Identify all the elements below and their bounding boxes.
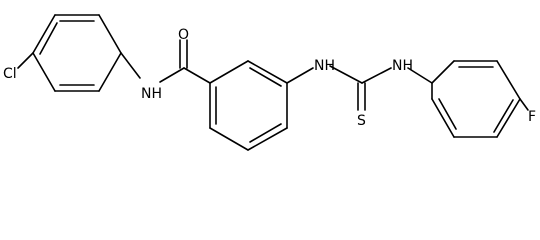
- bond-carbonyl-ring: [183, 67, 211, 84]
- atom-nh-thiourea-left: NH: [314, 58, 335, 74]
- bond-ring-nh: [120, 52, 141, 79]
- molecule-diagram: Cl NH O NH S NH F: [3, 14, 536, 151]
- ring-fluorophenyl: [431, 60, 521, 138]
- bond-nh-carbonyl: [159, 67, 185, 83]
- bond-nh3-ring: [407, 67, 433, 84]
- structure-drawing: Cl NH O NH S NH F: [3, 14, 536, 151]
- bond-nh2-c: [329, 65, 363, 84]
- bond-c-cl: [17, 52, 34, 69]
- bond-ring-nh2: [286, 67, 314, 84]
- atom-f: F: [528, 109, 536, 125]
- ring-chlorophenyl: [32, 14, 122, 92]
- ring-central: [209, 60, 288, 151]
- atom-nh-thiourea-right: NH: [392, 58, 413, 74]
- atom-s: S: [357, 113, 366, 129]
- bond-c-f: [519, 98, 529, 111]
- atom-o: O: [178, 27, 189, 43]
- atom-cl: Cl: [3, 66, 17, 82]
- bond-c-nh3: [361, 67, 392, 84]
- atom-nh-amide: NH: [141, 86, 162, 102]
